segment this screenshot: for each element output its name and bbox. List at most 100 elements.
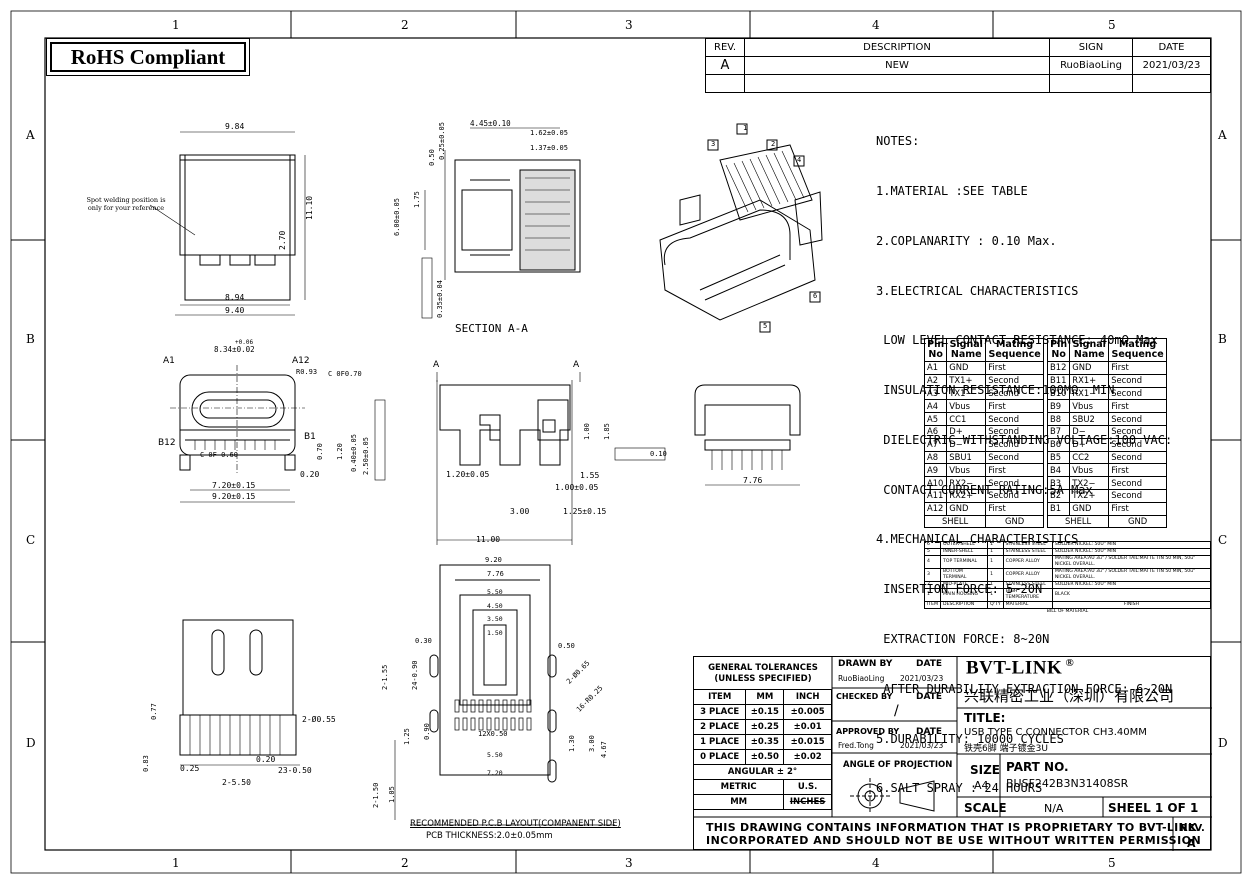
zone-row-d-r: D [1218, 736, 1228, 750]
zone-col-3b: 3 [625, 856, 633, 870]
note-line: NOTES: [876, 134, 920, 149]
approved-by-label: APPROVED BY [836, 727, 900, 736]
bom-h: MATERIAL [1002, 601, 1053, 609]
rohs-badge: RoHS Compliant [46, 38, 250, 76]
mm: MM [692, 794, 785, 810]
dim-8-34-tol: +0.06 [235, 339, 254, 346]
dim-7-76b: 7.76 [487, 570, 504, 578]
dim-4-45: 4.45±0.10 [470, 119, 511, 128]
bom-h: FINISH [1051, 601, 1212, 609]
projection-label: ANGLE OF PROJECTION [843, 760, 953, 770]
dim-2-50: 2.50±0.05 [362, 437, 370, 475]
zone-col-1: 1 [172, 18, 180, 32]
dim-c060: C 0F 0.60 [200, 451, 238, 459]
dim-7-76: 7.76 [743, 476, 763, 485]
dim-1-85: 1.85 [603, 423, 611, 440]
drawing-title-cn: 铁壳6脚 端子镀金3U [964, 744, 1048, 754]
table-cell: ±0.02 [783, 749, 832, 765]
dim-1-25: 1.25±0.15 [563, 507, 607, 516]
dim-11-10: 11.10 [305, 195, 314, 220]
dim-1-55: 1.55 [580, 471, 600, 480]
drawn-by: RuoBiaoLing [838, 674, 885, 683]
dim-0-10: 0.10 [650, 450, 667, 458]
dim-1-05: 1.05 [388, 786, 396, 803]
title-block: GENERAL TOLERANCES (UNLESS SPECIFIED) IT… [692, 656, 1212, 851]
table-cell: B10 [1046, 386, 1071, 401]
table-cell: A12 [923, 501, 948, 516]
tol-sub: (UNLESS SPECIFIED) [714, 674, 812, 684]
table-cell: A4 [923, 399, 948, 414]
dim-r055: 2-Ø0.55 [302, 715, 336, 724]
callout-2: 2 [771, 140, 776, 148]
dim-0-50c: 0.50 [558, 642, 575, 650]
table-cell: B8 [1046, 412, 1071, 426]
mating-header: Mating Sequence [1108, 338, 1167, 362]
dim-1-62: 1.62±0.05 [530, 129, 568, 137]
inches: INCHES [783, 794, 832, 810]
callout-6: 6 [813, 292, 818, 300]
table-cell: Second [1108, 437, 1167, 452]
dim-1-25b: 1.25 [403, 728, 411, 745]
table-row: 0 PLACE±0.50±0.02 [692, 749, 832, 765]
dim-4-67: 4.67 [600, 741, 608, 758]
callout-1: 1 [743, 124, 748, 132]
pcb-thickness: PCB THICKNESS:2.0±0.05mm [426, 831, 553, 841]
zone-col-4b: 4 [872, 856, 880, 870]
dim-5-50: 5.50 [487, 588, 503, 596]
pin-no-header: Pin No [923, 338, 948, 362]
approved-by: Fred.Tong [838, 741, 874, 750]
dim-0-35: 0.35±0.04 [436, 280, 444, 318]
size-value: A4 [974, 779, 989, 792]
shell-signal: GND [985, 514, 1044, 529]
dim-8-94: 8.94 [225, 293, 245, 302]
dim-2-5-50: 2-5.50 [222, 778, 251, 787]
bom-caption: BILL OF MATERIAL [1046, 609, 1089, 614]
table-cell: First [1108, 361, 1167, 375]
zone-col-5b: 5 [1108, 856, 1116, 870]
zone-col-5: 5 [1108, 18, 1116, 32]
dim-7-20b: 7.20 [487, 769, 503, 777]
section-arrow-a-left: A [433, 360, 440, 370]
dim-1-75: 1.75 [413, 191, 421, 208]
tolerances-title: GENERAL TOLERANCES (UNLESS SPECIFIED) [694, 663, 832, 685]
dim-6-00: 6.00±0.05 [393, 198, 401, 236]
pin-b1-label: B1 [304, 432, 316, 442]
company-cn: 兴联精密工业（深圳）有限公司 [964, 687, 1175, 705]
shell-signal: GND [1108, 514, 1167, 529]
pin-b12-label: B12 [158, 438, 176, 448]
spot-weld-note: Spot welding position is only for your r… [86, 196, 166, 212]
dim-r093: R0.93 [296, 368, 318, 376]
zone-row-a-r: A [1218, 128, 1227, 142]
dim-4-50: 4.50 [487, 602, 503, 610]
proprietary-2: INCORPORATED AND SHOULD NOT BE USE WITHO… [706, 834, 1202, 847]
part-no: BUSF242B3N31408SR [1006, 777, 1129, 790]
note-line: 6.SALT SPRAY : 24 HOURS [876, 781, 1043, 796]
dim-2-1-55: 2-1.55 [381, 664, 389, 690]
note-line: 1.MATERIAL :SEE TABLE [876, 183, 1028, 198]
note-line: EXTRACTION FORCE: 8~20N [876, 632, 1050, 646]
zone-row-c: C [26, 533, 36, 547]
zone-col-3: 3 [625, 18, 633, 32]
scale-label: SCALE [964, 801, 1007, 815]
tol-title: GENERAL TOLERANCES [708, 663, 818, 673]
title-label: TITLE: [964, 711, 1006, 725]
pin-no-header: Pin No [1046, 338, 1071, 362]
zone-row-c-r: C [1218, 533, 1228, 547]
note-line: 5.DURABILITY: 10000 CYCLES [876, 731, 1064, 746]
drawn-by-label: DRAWN BY [838, 659, 893, 669]
section-label: SECTION A-A [455, 322, 528, 335]
rev-label: REV. [1180, 823, 1205, 834]
table-cell: GND [1069, 501, 1110, 516]
